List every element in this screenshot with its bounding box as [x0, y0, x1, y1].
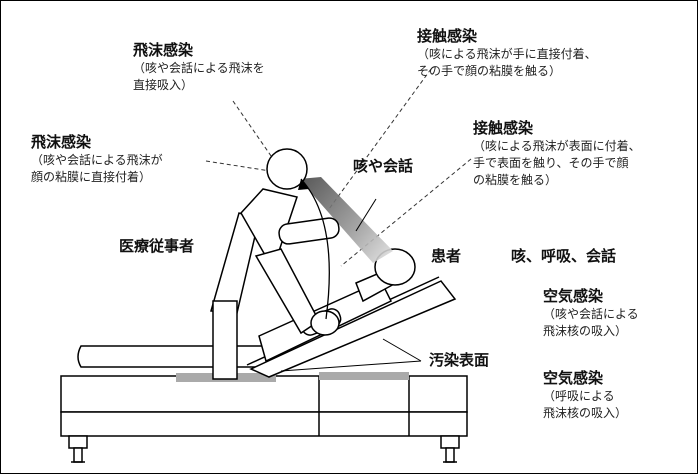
label-patient: 患者 [431, 247, 462, 265]
worker-torso [240, 188, 298, 271]
backrest [249, 280, 457, 378]
airborne-2-desc-1: （呼吸による [543, 389, 615, 403]
label-airborne-1: 空気感染 （咳や会話による 飛沫核の吸入） [543, 285, 639, 340]
airborne-2-desc-2: 飛沫核の吸入） [543, 406, 628, 420]
label-airborne-2: 空気感染 （呼吸による 飛沫核の吸入） [543, 367, 627, 422]
bed-leg-left [68, 435, 88, 449]
pointer-contact-hand [328, 68, 432, 210]
contact-hand-title: 接触感染 [417, 27, 478, 45]
bed-leg-right [440, 435, 460, 449]
bed [60, 375, 468, 463]
label-contaminated-surface: 汚染表面 [429, 351, 490, 369]
cough-spray [299, 177, 393, 263]
label-cough-talk: 咳や会話 [353, 157, 414, 175]
droplet-inhale-title: 飛沫感染 [133, 41, 194, 59]
droplet-mucosa-desc-2: 顔の粘膜に直接付着） [31, 170, 152, 184]
mattress [77, 345, 277, 368]
label-contact-hand: 接触感染 （咳による飛沫が手に直接付着、 その手で顔の粘膜を触る） [417, 25, 597, 80]
bed-wheel-right [445, 447, 455, 463]
droplet-mucosa-title: 飛沫感染 [31, 133, 92, 151]
contact-hand-desc-2: その手で顔の粘膜を触る） [417, 64, 562, 78]
label-droplet-mucosa: 飛沫感染 （咳や会話による飛沫が 顔の粘膜に直接付着） [31, 131, 163, 186]
patient-head [374, 248, 416, 286]
droplet-inhale-desc-1: （咳や会話による飛沫を [133, 61, 265, 75]
contact-hand-desc-1: （咳による飛沫が手に直接付着、 [417, 47, 597, 61]
label-contact-surface: 接触感染 （咳による飛沫が表面に付着、 手で表面を触り、その手で顔 の粘膜を触る… [473, 117, 641, 189]
worker-hand [310, 310, 340, 336]
contact-surface-desc-2: 手で表面を触り、その手で顔 [473, 156, 629, 170]
bed-lower-panel [60, 411, 468, 437]
airborne-2-title: 空気感染 [543, 369, 604, 387]
worker-arm-lower [254, 248, 320, 335]
label-healthcare-worker: 医療従事者 [119, 237, 195, 255]
contact-surface-desc-1: （咳による飛沫が表面に付着、 [473, 139, 641, 153]
label-droplet-inhale: 飛沫感染 （咳や会話による飛沫を 直接吸入） [133, 39, 265, 94]
droplet-mucosa-desc-1: （咳や会話による飛沫が [31, 153, 163, 167]
airborne-1-desc-2: 飛沫核の吸入） [543, 324, 628, 338]
droplet-inhale-desc-2: 直接吸入） [133, 78, 194, 92]
contaminated-surface-table [319, 372, 409, 380]
contact-surface-title: 接触感染 [473, 119, 534, 137]
airborne-1-desc-1: （咳や会話による [543, 307, 639, 321]
contact-surface-desc-3: の粘膜を触る） [473, 173, 558, 187]
airborne-1-title: 空気感染 [543, 287, 604, 305]
worker-head [266, 148, 308, 190]
bed-wheel-left [73, 447, 83, 463]
label-patient-actions: 咳、呼吸、会話 [511, 247, 617, 265]
healthcare-worker-figure [210, 148, 340, 380]
